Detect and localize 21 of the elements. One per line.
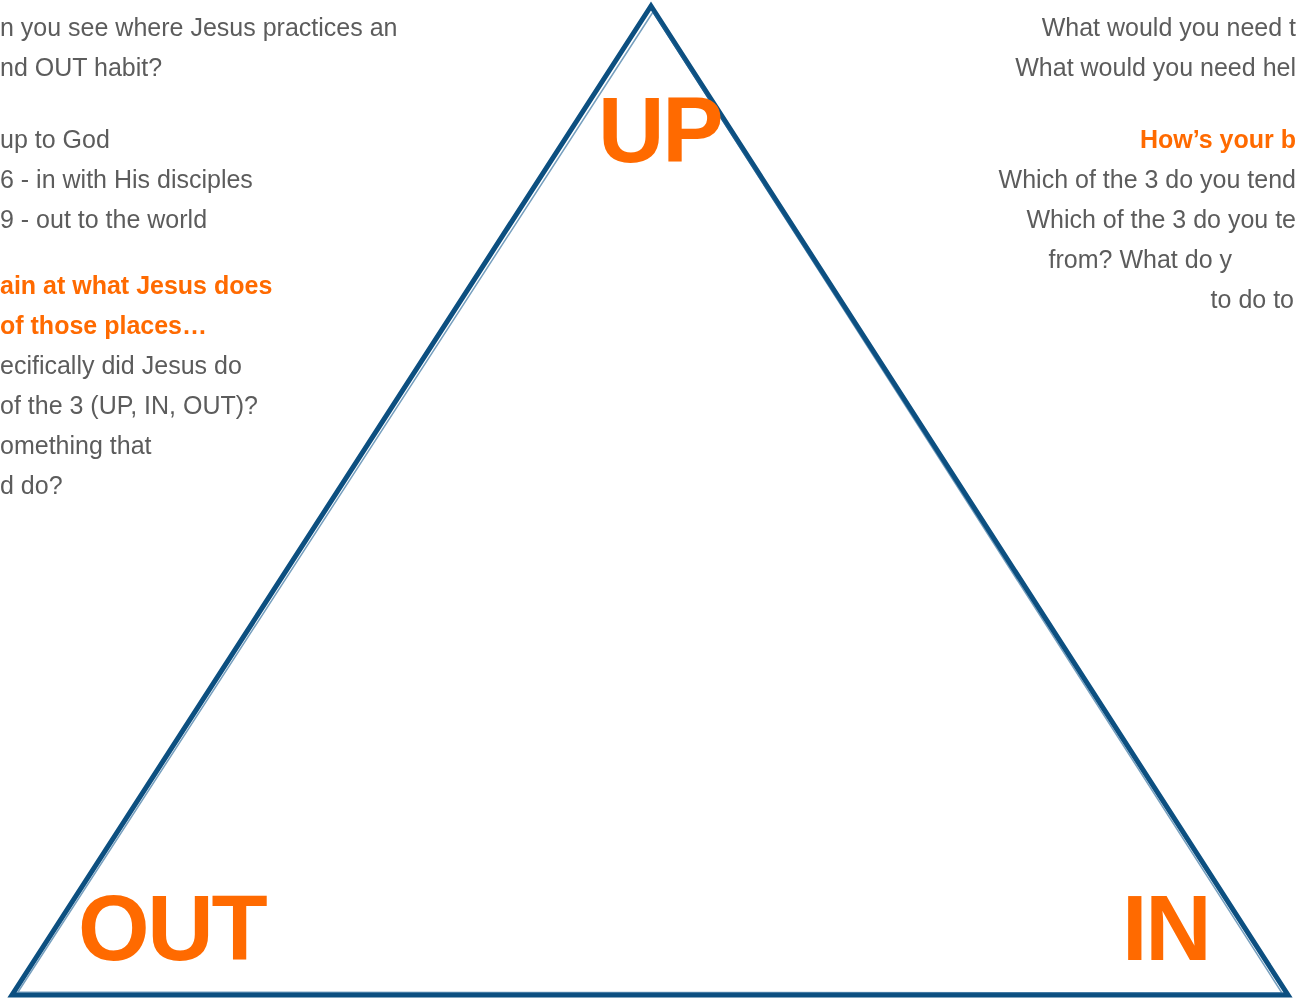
question-text: ecifically did Jesus do (0, 350, 242, 380)
corner-label: IN (1122, 878, 1210, 978)
question-text: d do? (0, 470, 63, 500)
question-text: of the 3 (UP, IN, OUT)? (0, 390, 258, 420)
heading-text: ain at what Jesus does (0, 270, 273, 300)
heading-text: of those places… (0, 310, 207, 340)
corner-label: UP (598, 80, 722, 180)
question-text: omething that (0, 430, 152, 460)
question-text: 9 - out to the world (0, 204, 208, 234)
question-text: What would you need hel (1015, 52, 1296, 82)
question-text: What would you need t (1041, 12, 1296, 42)
question-text: nd OUT habit? (0, 52, 163, 82)
question-text: to do to (1210, 284, 1294, 314)
question-text: Which of the 3 do you te (1026, 204, 1296, 234)
question-text: Which of the 3 do you tend (998, 164, 1296, 194)
question-text: n you see where Jesus practices an (0, 12, 398, 42)
corner-label: OUT (78, 878, 266, 978)
heading-text: How’s your b (1139, 124, 1296, 154)
question-text: 6 - in with His disciples (0, 164, 253, 194)
question-text: from? What do y (1048, 244, 1232, 274)
question-text: up to God (0, 124, 110, 154)
